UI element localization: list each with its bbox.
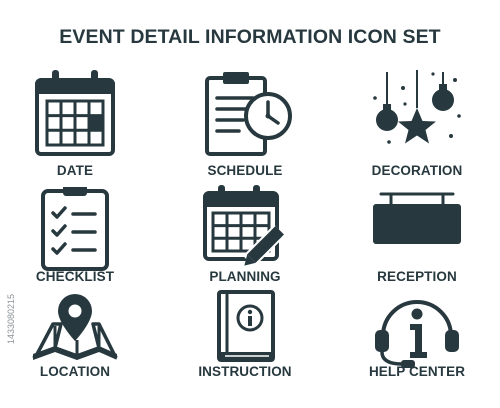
item-label: DECORATION <box>371 163 463 178</box>
icon-item-help-center: HELP CENTER <box>337 290 497 408</box>
item-label: RECEPTION <box>377 269 457 284</box>
item-label: CHECKLIST <box>35 269 115 284</box>
icon-item-schedule: SCHEDULE <box>165 68 325 186</box>
headset-info-icon <box>367 290 467 380</box>
hanging-ornaments-icon <box>367 68 467 158</box>
schedule-clock-icon <box>195 68 295 158</box>
icon-item-date: DATE <box>0 68 155 186</box>
icon-item-planning: PLANNING <box>165 183 325 301</box>
page-title: EVENT DETAIL INFORMATION ICON SET <box>59 26 441 48</box>
info-book-icon <box>195 290 295 380</box>
icon-item-instruction: INSTRUCTION <box>165 290 325 408</box>
item-label: DATE <box>56 163 94 178</box>
icon-item-checklist: CHECKLIST <box>0 183 155 301</box>
item-label: LOCATION <box>39 364 111 379</box>
map-pin-icon <box>25 290 125 380</box>
checklist-clipboard-icon <box>25 183 125 273</box>
calendar-pencil-icon <box>195 183 295 273</box>
item-label: PLANNING <box>209 269 281 284</box>
item-label: SCHEDULE <box>207 163 283 178</box>
calendar-icon <box>25 68 125 158</box>
icon-item-decoration: DECORATION <box>337 68 497 186</box>
icon-item-location: LOCATION <box>0 290 155 408</box>
icon-item-reception: RECEPTION <box>337 183 497 301</box>
item-label: HELP CENTER <box>368 364 466 379</box>
hanging-sign-icon <box>367 183 467 273</box>
item-label: INSTRUCTION <box>198 364 292 379</box>
